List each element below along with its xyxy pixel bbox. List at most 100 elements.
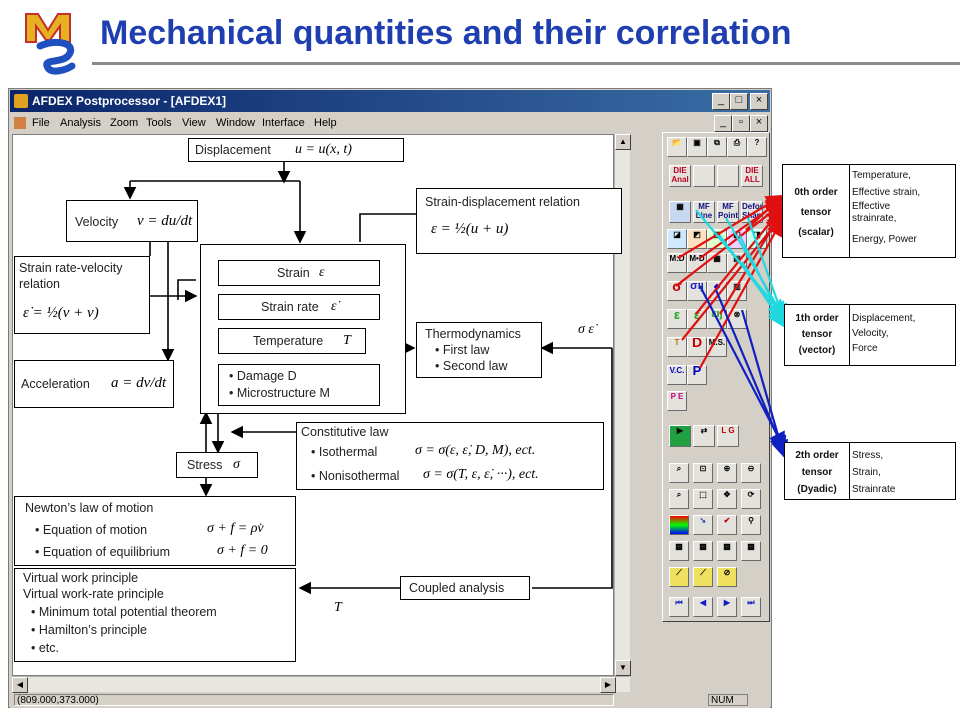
scroll-left-icon[interactable]: ◀ [12,677,28,693]
tool-pick-icon[interactable]: ⚲ [741,515,761,535]
tool-lg[interactable]: L G [717,425,739,447]
tool-grid-icon[interactable]: ▦ [669,201,691,223]
tool-color-map-icon[interactable] [669,515,689,535]
tensor-0-item: Effective [852,201,891,212]
constitutive-title: Constitutive law [301,425,389,439]
tool-last-icon[interactable]: ⏭ [741,597,761,617]
constitutive-law-box: Constitutive law • Isothermal σ = σ(ε, ε… [296,422,604,490]
menu-help[interactable]: Help [314,117,337,129]
tool-help-icon[interactable]: ? [747,137,767,157]
maximize-button[interactable]: □ [730,93,748,110]
displacement-equation: u = u(x, t) [295,142,352,157]
second-law-label: Second law [442,359,508,373]
tool-next-icon[interactable]: ▶ [717,597,737,617]
minimize-button[interactable]: _ [712,93,730,110]
horizontal-scrollbar[interactable]: ◀ ▶ [12,676,630,693]
tensor-1-item: Force [852,343,878,354]
tool-select-icon[interactable]: ⬚ [693,489,713,509]
strain-rate-symbol: ε̇ [331,299,337,314]
menu-window[interactable]: Window [216,117,256,129]
tool-die-all[interactable]: DIE ALL [741,165,763,187]
tool-mesh-2-icon[interactable]: ▩ [693,541,713,561]
tool-zoom-window-icon[interactable]: ⌕ [669,463,689,483]
tool-sigma-icon[interactable]: σ [667,281,687,301]
tool-damage[interactable]: D [687,337,707,357]
damage-microstructure-box: • Damage D • Microstructure M [218,364,380,406]
tool-pe[interactable]: P E [667,391,687,411]
tool-measure-3-icon[interactable]: ⊘ [717,567,737,587]
title-divider [92,62,960,65]
doc-minimize-button[interactable]: _ [714,115,732,132]
tensor-1-kind: tensor [801,329,833,340]
tool-copy-icon[interactable]: ⧉ [707,137,727,157]
tool-measure-2-icon[interactable]: ⟋ [693,567,713,587]
vertical-scrollbar[interactable]: ▲ ▼ [614,134,631,676]
tensor-1-type: (vector) [798,345,836,356]
tool-p[interactable]: P [687,365,707,385]
scroll-down-icon[interactable]: ▼ [615,660,631,676]
doc-close-button[interactable]: × [750,115,768,132]
acceleration-equation: a = dv/dt [111,375,167,391]
tool-mf-line[interactable]: MF Line [693,201,715,223]
isothermal-label: Isothermal [318,445,378,459]
tool-mesh-3-icon[interactable]: ▩ [717,541,737,561]
strain-label: Strain [277,266,310,280]
tool-arrow-icon[interactable]: ➘ [693,515,713,535]
tensor-0th-order-items: Temperature, Effective strain, Effective… [849,165,920,257]
menu-analysis[interactable]: Analysis [60,117,101,129]
tool-vc[interactable]: V.C. [667,365,687,385]
tool-die-anal[interactable]: DIE Anal [669,165,691,187]
tool-zoom-fit-icon[interactable]: ⊡ [693,463,713,483]
first-law-item: • First law [435,343,490,357]
tool-green-arrow-icon[interactable]: ▶ [669,425,691,447]
tool-zoom-prev-icon[interactable]: ⌕ [669,489,689,509]
tool-temp-icon[interactable]: T [667,337,687,357]
tensor-2-item: Strain, [852,467,881,478]
menu-view[interactable]: View [182,117,206,129]
strain-rate-box: Strain rate ε̇ [218,294,380,320]
tensor-1-item: Velocity, [852,328,889,339]
tool-prev-icon[interactable]: ◀ [693,597,713,617]
tool-blank-1[interactable] [693,165,715,187]
tool-zoom-out-icon[interactable]: ⊖ [741,463,761,483]
tool-first-icon[interactable]: ⏮ [669,597,689,617]
displacement-box: Displacement u = u(x, t) [188,138,404,162]
equation-of-motion-label: Equation of motion [42,523,148,537]
temperature-symbol: T [343,333,351,348]
tool-md-1[interactable]: M:D [667,253,687,273]
tool-mesh-1-icon[interactable]: ▩ [669,541,689,561]
tensor-1th-order-header: 1th order tensor (vector) [785,305,850,365]
tool-pan-icon[interactable]: ✥ [717,489,737,509]
doc-restore-button[interactable]: ▫ [732,115,750,132]
tool-epsilon-icon[interactable]: ε [667,309,687,329]
equation-of-equilibrium-item: • Equation of equilibrium [35,545,171,559]
scroll-up-icon[interactable]: ▲ [615,134,631,150]
tool-open-icon[interactable]: 📂 [667,137,687,157]
tool-zoom-in-icon[interactable]: ⊕ [717,463,737,483]
close-button[interactable]: × [750,93,768,110]
coupled-temperature-symbol: T [334,600,342,615]
tool-measure-1-icon[interactable]: ⟋ [669,567,689,587]
app-icon [14,94,28,108]
tool-check-icon[interactable]: ✔ [717,515,737,535]
scroll-right-icon[interactable]: ▶ [600,677,616,693]
tool-sigma-ij-icon[interactable]: σij [687,281,707,301]
strain-rate-velocity-title-1: Strain rate-velocity [19,261,123,275]
tensor-0th-order-box: 0th order tensor (scalar) Temperature, E… [782,164,956,258]
menu-tools[interactable]: Tools [146,117,172,129]
tool-swap-icon[interactable]: ⇄ [693,425,715,447]
tool-rotate-icon[interactable]: ⟳ [741,489,761,509]
menu-zoom[interactable]: Zoom [110,117,139,129]
tool-mesh-4-icon[interactable]: ▩ [741,541,761,561]
tool-print-icon[interactable]: ⎙ [727,137,747,157]
virtual-work-title: Virtual work principle [23,571,139,585]
tool-contour-1-icon[interactable]: ◪ [667,229,687,249]
tensor-0-type: (scalar) [798,227,834,238]
first-law-label: First law [442,343,490,357]
menu-file[interactable]: File [32,117,50,129]
tool-blank-2[interactable] [717,165,739,187]
tool-save-icon[interactable]: ▣ [687,137,707,157]
menu-interface[interactable]: Interface [262,117,305,129]
tensor-0th-order-header: 0th order tensor (scalar) [783,165,850,257]
